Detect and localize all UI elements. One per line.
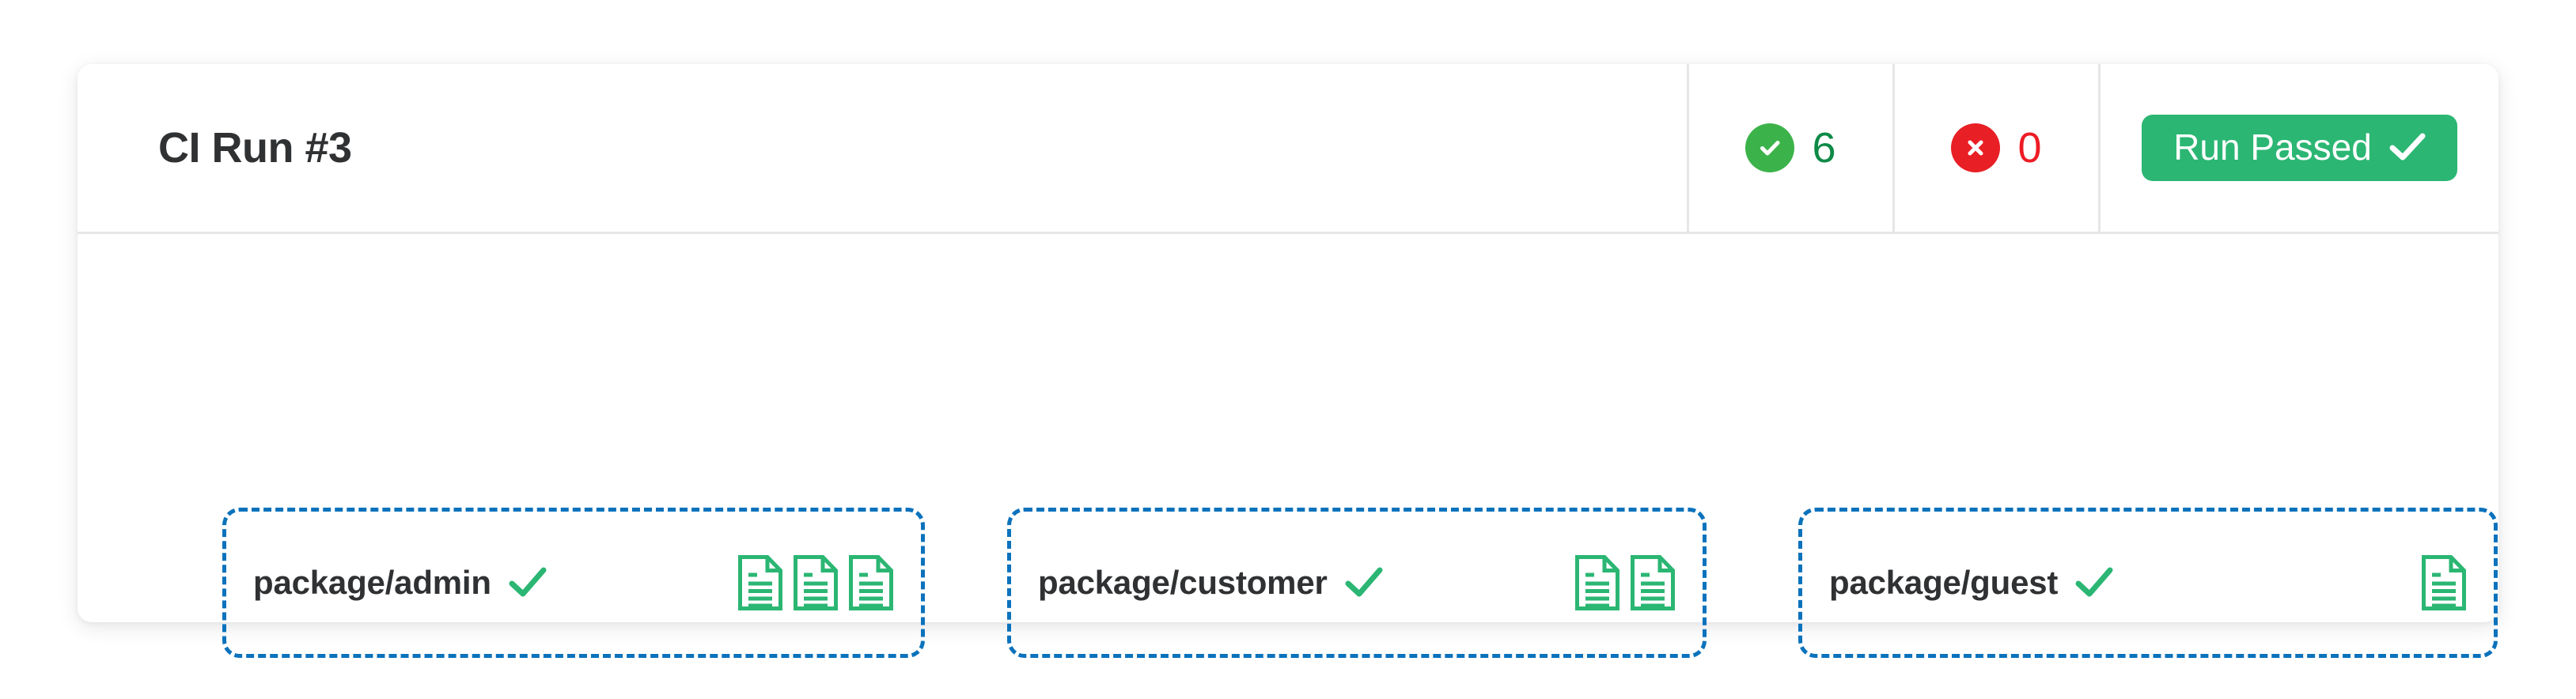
check-icon [1345, 567, 1383, 599]
document-icon[interactable] [2421, 554, 2467, 611]
package-label-wrap: package/admin [253, 564, 547, 602]
package-label-wrap: package/customer [1038, 564, 1383, 602]
status-badge-cell: Run Passed [2098, 64, 2498, 232]
failed-count-value: 0 [2017, 124, 2042, 172]
passed-count-cell[interactable]: 6 [1687, 64, 1892, 232]
package-label-wrap: package/guest [1829, 564, 2113, 602]
package-group[interactable]: package/customer [1007, 508, 1707, 658]
page-title: CI Run #3 [158, 124, 352, 172]
check-icon [2389, 132, 2426, 162]
passed-count-value: 6 [1812, 124, 1836, 172]
check-icon [509, 567, 547, 599]
failed-count-cell[interactable]: 0 [1892, 64, 2098, 232]
document-icon[interactable] [737, 554, 783, 611]
x-circle-icon [1951, 123, 2001, 172]
package-group[interactable]: package/admin [222, 508, 925, 658]
ci-run-card: CI Run #3 6 0 [78, 64, 2498, 658]
document-icon[interactable] [848, 554, 894, 611]
document-icon[interactable] [1630, 554, 1676, 611]
package-name: package/guest [1829, 564, 2059, 601]
document-list [737, 554, 894, 611]
document-icon[interactable] [793, 554, 839, 611]
header-title-zone: CI Run #3 [78, 64, 1687, 232]
package-group[interactable]: package/guest [1798, 508, 2498, 658]
card-header: CI Run #3 6 0 [78, 64, 2498, 234]
package-groups: package/admin package/customer package/gue… [78, 234, 2498, 658]
status-badge-label: Run Passed [2173, 127, 2372, 168]
document-icon[interactable] [1574, 554, 1620, 611]
check-icon [2075, 567, 2113, 599]
check-circle-icon [1745, 123, 1795, 172]
status-badge[interactable]: Run Passed [2142, 115, 2457, 181]
document-list [1574, 554, 1676, 611]
package-name: package/customer [1038, 564, 1328, 601]
package-name: package/admin [253, 564, 491, 601]
document-list [2421, 554, 2467, 611]
